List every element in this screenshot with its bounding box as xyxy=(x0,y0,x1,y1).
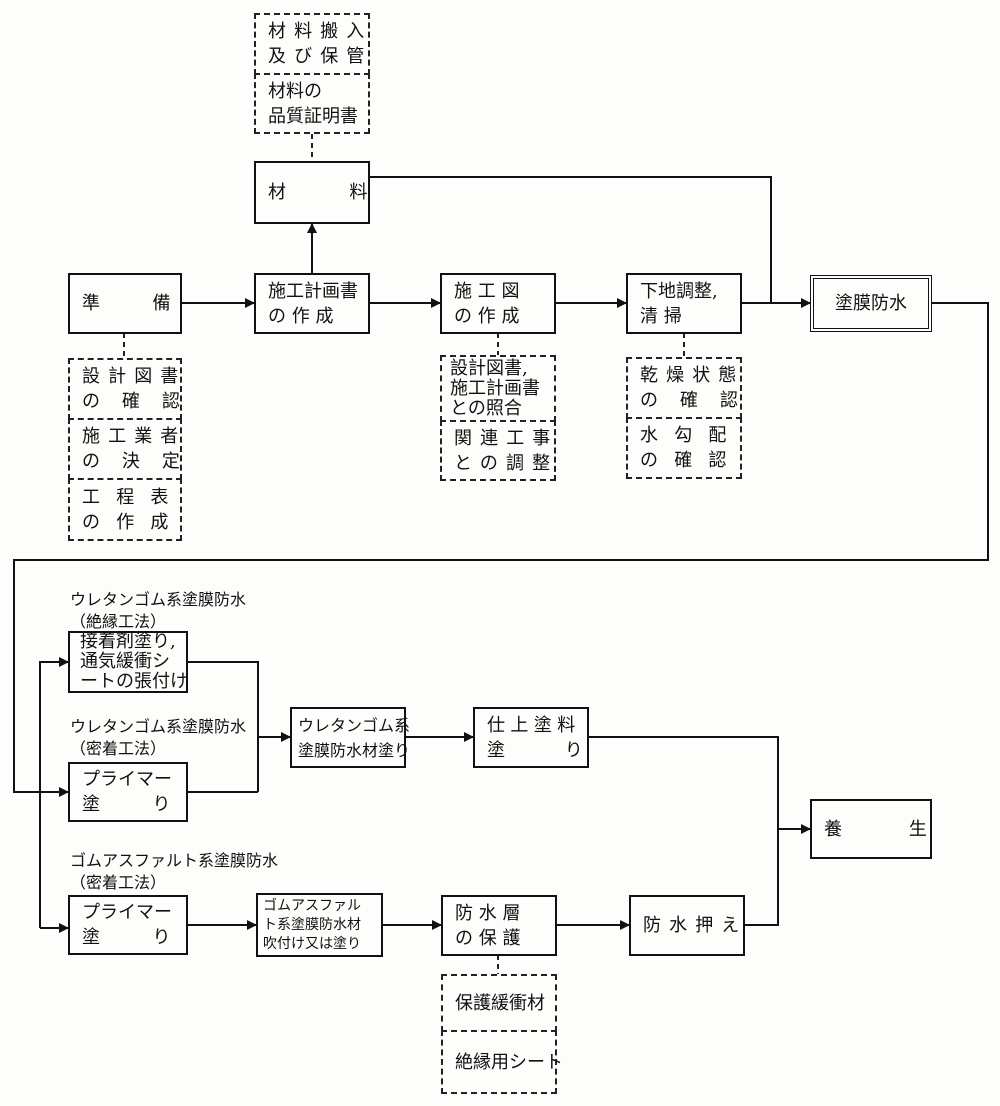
node-finish: 仕上塗料 塗 り xyxy=(473,707,589,768)
node-material: 材 料 xyxy=(254,161,370,224)
label-rubber-bonded: ゴムアスファルト系塗膜防水 （密着工法） xyxy=(70,850,278,894)
node-check-design: 設計図書 の 確 認 xyxy=(68,358,182,420)
node-buffer-text: 保護緩衝材 xyxy=(455,992,545,1014)
node-material-cert: 材料の 品質証明書 xyxy=(254,73,370,134)
node-prep: 準 備 xyxy=(68,273,182,334)
label-urethane-bonded: ウレタンゴム系塗膜防水 （密着工法） xyxy=(70,716,246,760)
node-primer2: プライマー 塗 り xyxy=(68,895,188,955)
node-slope-text: 水勾配 の確認 xyxy=(640,425,743,471)
node-curing: 養 生 xyxy=(810,799,932,859)
node-coating: 塗膜防水 xyxy=(810,275,932,332)
node-protect-text: 防 水 層 の 保 護 xyxy=(455,902,521,949)
node-plan-text: 施工計画書 の 作 成 xyxy=(268,280,358,327)
node-protect: 防 水 層 の 保 護 xyxy=(441,895,557,956)
node-collate-text: 設計図書, 施工計画書 との照合 xyxy=(450,357,540,419)
node-slope: 水勾配 の確認 xyxy=(626,417,742,479)
node-material-cert-text: 材料の 品質証明書 xyxy=(268,80,358,127)
node-adhesive-text: 接着剤塗り, 通気緩衝シ ートの張付け xyxy=(80,631,188,692)
node-drawing: 施 工 図 の 作 成 xyxy=(440,273,556,334)
line-press-to-join xyxy=(744,829,779,926)
node-decide-contractor-text: 施工業者 の 決 定 xyxy=(82,426,188,472)
node-schedule-text: 工程表 の作成 xyxy=(82,486,185,533)
node-coordination: 関連工事 との調整 xyxy=(440,420,556,481)
label-rubber-bonded-text: ゴムアスファルト系塗膜防水 （密着工法） xyxy=(70,851,279,892)
node-dryness-text: 乾燥状態 の 確 認 xyxy=(640,365,746,411)
node-prep-text: 準 備 xyxy=(82,293,171,314)
node-collate: 設計図書, 施工計画書 との照合 xyxy=(440,355,556,422)
node-schedule: 工程表 の作成 xyxy=(68,478,182,541)
node-curing-text: 養 生 xyxy=(824,818,927,840)
node-substrate-text: 下地調整, 清 掃 xyxy=(640,280,718,327)
node-press: 防水押え xyxy=(629,895,745,956)
node-coating-text: 塗膜防水 xyxy=(835,293,907,314)
node-material-text: 材 料 xyxy=(268,182,368,203)
node-urethane-apply-text: ウレタンゴム系 塗膜防水材塗り xyxy=(298,715,411,760)
line-finish-to-join xyxy=(588,736,779,829)
node-insulating-sheet: 絶縁用シート xyxy=(441,1030,563,1094)
node-material-delivery: 材料搬入 及び保管 xyxy=(254,13,370,75)
line-coating-wrap xyxy=(13,302,989,797)
label-urethane-insulated: ウレタンゴム系塗膜防水 （絶縁工法） xyxy=(70,589,246,633)
node-coordination-text: 関連工事 との調整 xyxy=(454,427,559,474)
node-substrate: 下地調整, 清 掃 xyxy=(626,273,742,334)
node-adhesive: 接着剤塗り, 通気緩衝シ ートの張付け xyxy=(68,631,188,693)
node-drawing-text: 施 工 図 の 作 成 xyxy=(454,280,520,327)
node-primer2-text: プライマー 塗 り xyxy=(82,902,172,948)
node-primer1: プライマー 塗 り xyxy=(68,762,188,822)
node-finish-text: 仕上塗料 塗 り xyxy=(487,714,589,761)
node-rubber-apply: ゴムアスファル ト系塗膜防水材 吹付け又は塗り xyxy=(256,893,383,957)
node-material-delivery-text: 材料搬入 及び保管 xyxy=(268,21,373,67)
label-urethane-bonded-text: ウレタンゴム系塗膜防水 （密着工法） xyxy=(70,717,247,758)
node-insulating-sheet-text: 絶縁用シート xyxy=(455,1051,563,1073)
node-check-design-text: 設計図書 の 確 認 xyxy=(82,366,188,412)
line-material-to-coating xyxy=(369,176,772,303)
node-primer1-text: プライマー 塗 り xyxy=(82,769,172,815)
node-plan: 施工計画書 の 作 成 xyxy=(254,273,370,334)
arrow-to-adhesive xyxy=(39,657,69,928)
line-adhesive-out xyxy=(187,661,259,792)
node-press-text: 防水押え xyxy=(643,915,748,936)
node-buffer: 保護緩衝材 xyxy=(441,974,557,1032)
node-rubber-apply-text: ゴムアスファル ト系塗膜防水材 吹付け又は塗り xyxy=(263,897,361,952)
node-decide-contractor: 施工業者 の 決 定 xyxy=(68,418,182,480)
node-urethane-apply: ウレタンゴム系 塗膜防水材塗り xyxy=(290,707,410,768)
node-dryness: 乾燥状態 の 確 認 xyxy=(626,357,742,419)
label-urethane-insulated-text: ウレタンゴム系塗膜防水 （絶縁工法） xyxy=(70,590,247,631)
